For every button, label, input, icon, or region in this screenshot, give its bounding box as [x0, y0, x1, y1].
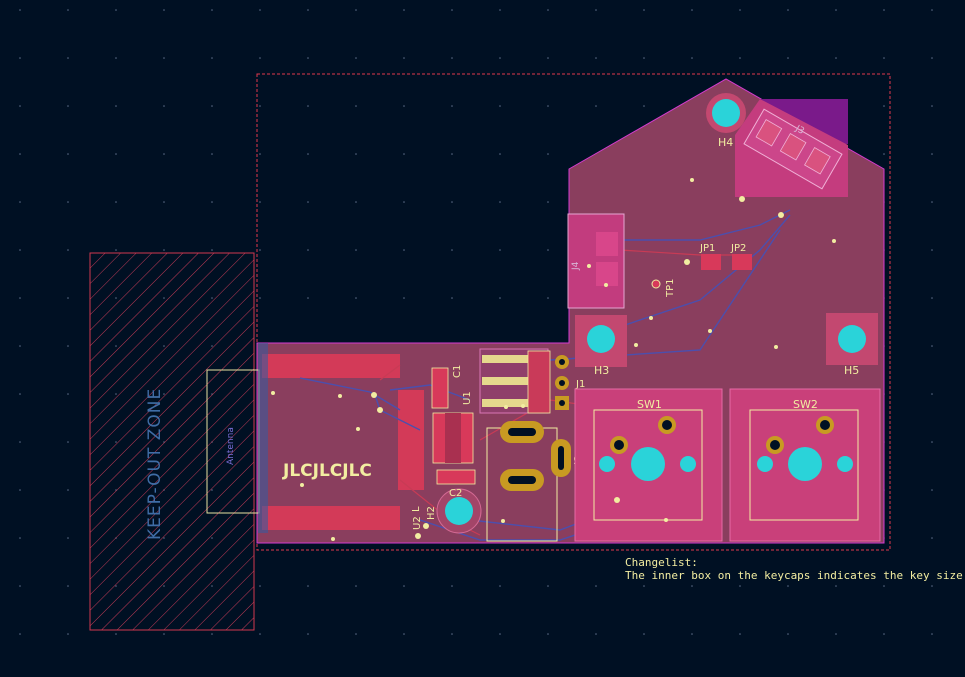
switch-sw2[interactable]: SW2 — [729, 388, 881, 542]
mounting-hole-h3[interactable]: H3 — [575, 315, 627, 377]
header-j1[interactable]: J1 — [479, 348, 585, 414]
ref-jp2: JP2 — [730, 243, 746, 254]
mounting-hole-h4[interactable]: H4 — [706, 93, 746, 149]
capacitor-c2[interactable]: C2 — [436, 469, 476, 499]
inductor-l[interactable]: L — [411, 506, 422, 512]
jumper-jp2[interactable]: JP2 — [730, 243, 752, 270]
ref-tp1: TP1 — [665, 278, 676, 298]
ref-c1: C1 — [452, 365, 463, 378]
regulator-u1[interactable]: U1 — [432, 391, 474, 464]
testpoint-tp1[interactable]: TP1 — [651, 278, 676, 298]
ic-u2[interactable]: U2 — [412, 516, 423, 530]
ref-h3: H3 — [594, 364, 609, 377]
ref-j4: J4 — [571, 261, 581, 271]
capacitor-c1[interactable]: C1 — [431, 365, 463, 409]
connector-j3[interactable]: J3 — [735, 99, 848, 197]
ref-sw2: SW2 — [793, 398, 818, 411]
ref-h4: H4 — [718, 136, 733, 149]
changelist-note: Changelist: The inner box on the keycaps… — [625, 556, 963, 582]
ref-j3: J3 — [793, 123, 806, 136]
ref-h5: H5 — [844, 364, 859, 377]
ref-u2: U2 — [412, 516, 423, 530]
board-courtyard — [256, 73, 891, 551]
ref-jp1: JP1 — [699, 243, 715, 254]
jumper-jp1[interactable]: JP1 — [699, 243, 721, 270]
brand-text: JLCJLCJLC — [282, 461, 372, 481]
changelist-title: Changelist: — [625, 556, 698, 569]
ref-c2: C2 — [449, 488, 462, 499]
connector-j4[interactable]: J4 — [567, 213, 625, 309]
ref-u1: U1 — [462, 391, 473, 405]
vias — [271, 178, 836, 541]
ref-sw1: SW1 — [637, 398, 662, 411]
keepout-label: KEEP-OUT ZONE — [145, 388, 165, 540]
ref-h2: H2 — [426, 506, 437, 520]
wifi-module-pads[interactable] — [258, 343, 424, 533]
mounting-hole-h5[interactable]: H5 — [826, 313, 878, 377]
ref-l: L — [411, 506, 422, 512]
switch-sw1[interactable]: SW1 — [574, 388, 723, 542]
changelist-line: The inner box on the keycaps indicates t… — [625, 569, 963, 582]
mounting-hole-h2[interactable]: H2 — [426, 488, 482, 534]
keepout-zone[interactable]: KEEP-OUT ZONE — [89, 252, 255, 631]
antenna-label: Antenna — [226, 427, 236, 465]
ref-j1: J1 — [575, 379, 585, 390]
